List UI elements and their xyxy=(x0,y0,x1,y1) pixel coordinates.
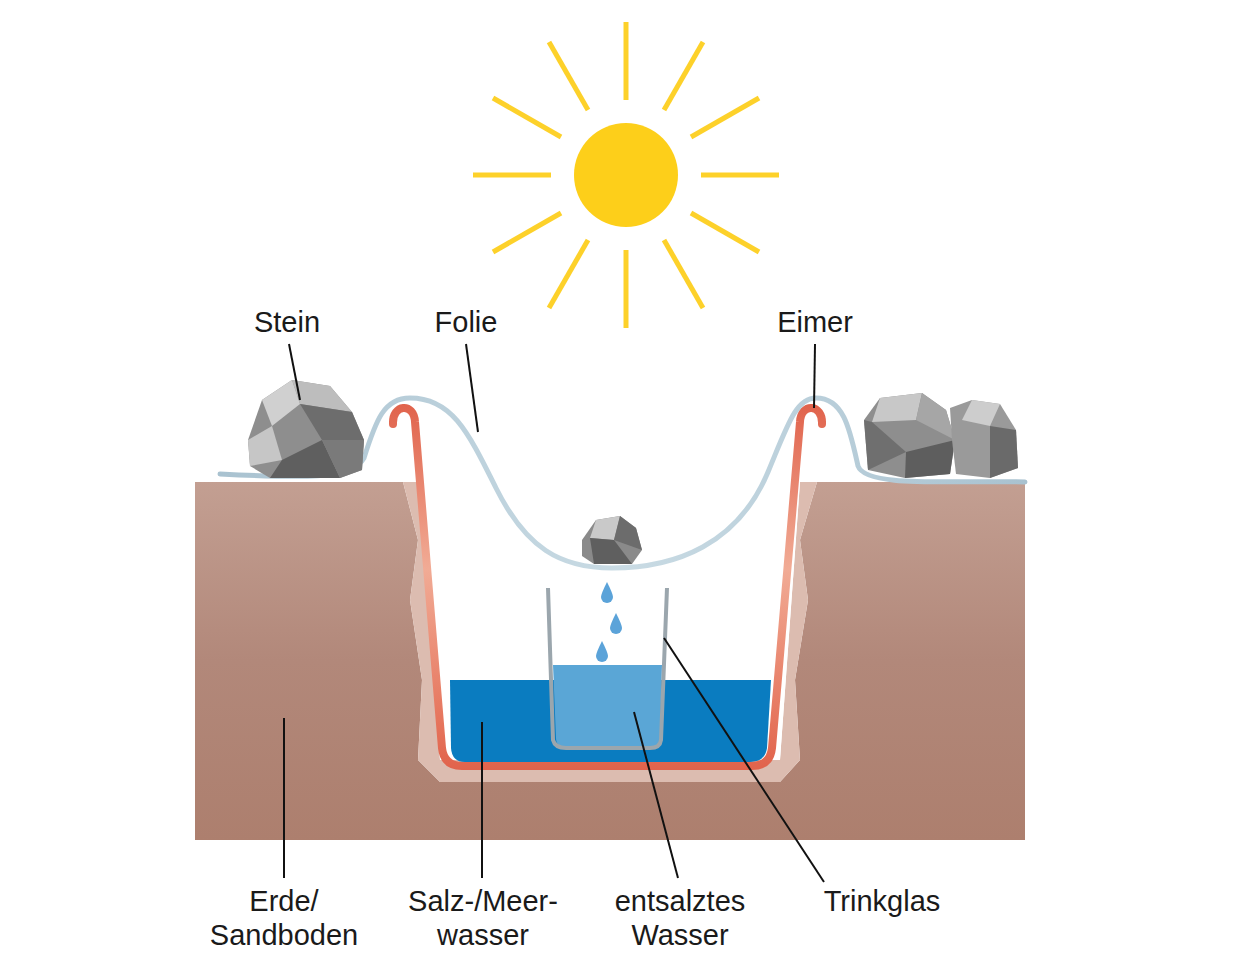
leader-lines xyxy=(284,344,824,882)
drinking-glass-part xyxy=(548,588,667,748)
sun-part xyxy=(624,22,629,100)
sun-part xyxy=(691,98,759,137)
bucket xyxy=(393,408,822,766)
stone-right-part xyxy=(872,393,922,422)
leader-lines-part xyxy=(289,344,300,400)
stone-right-part xyxy=(905,440,955,478)
sun xyxy=(473,22,779,328)
sun-part xyxy=(574,123,678,227)
water-drops xyxy=(596,582,622,662)
stone-label: Stein xyxy=(207,305,367,339)
leader-lines-part xyxy=(814,344,815,408)
stone-left-part xyxy=(292,380,352,412)
desalinated-water-label: entsalztes Wasser xyxy=(585,884,775,952)
stone-right xyxy=(864,393,1018,478)
stone-left-part xyxy=(262,380,300,426)
sun-part xyxy=(493,98,561,137)
glass-label: Trinkglas xyxy=(787,884,977,918)
leader-lines-part xyxy=(283,718,285,878)
sun-part xyxy=(549,240,588,308)
sun-part xyxy=(691,213,759,252)
sun-part xyxy=(701,173,779,178)
bucket-label: Eimer xyxy=(735,305,895,339)
leader-lines-part xyxy=(466,344,478,432)
leader-lines-part xyxy=(481,722,483,878)
sun-part xyxy=(664,42,703,110)
foil-label: Folie xyxy=(386,305,546,339)
salt-water-label: Salz-/Meer- wasser xyxy=(383,884,583,952)
water-drops-part xyxy=(610,613,622,634)
stone-right-part xyxy=(990,426,1018,478)
stone-right-part xyxy=(916,393,955,440)
stone-right-part xyxy=(962,400,1000,426)
water-drops-part xyxy=(601,582,613,603)
leader-lines-part xyxy=(664,638,824,882)
stone-center-part xyxy=(614,516,642,550)
sun-part xyxy=(493,213,561,252)
stone-left-part xyxy=(300,404,364,440)
sun-part xyxy=(473,173,551,178)
soil-label: Erde/ Sandboden xyxy=(189,884,379,952)
ground-part xyxy=(195,482,1025,840)
stone-center xyxy=(582,516,642,564)
stone-center-part xyxy=(582,516,642,564)
drinking-glass-part xyxy=(553,665,662,748)
stone-center-part xyxy=(590,538,632,564)
stone-left-part xyxy=(322,440,364,478)
sun-part xyxy=(549,42,588,110)
stone-right-part xyxy=(864,420,906,470)
sun-part xyxy=(664,240,703,308)
sun-part xyxy=(624,250,629,328)
leader-lines-part xyxy=(634,712,678,878)
stone-right-part xyxy=(864,393,955,478)
ground-part xyxy=(403,482,817,782)
stone-left-part xyxy=(248,426,282,466)
drinking-glass xyxy=(548,588,667,748)
stone-left xyxy=(248,380,364,478)
ground xyxy=(195,482,1025,840)
stone-right-part xyxy=(950,400,1018,478)
water-drops-part xyxy=(596,641,608,662)
stone-left-part xyxy=(248,380,364,478)
